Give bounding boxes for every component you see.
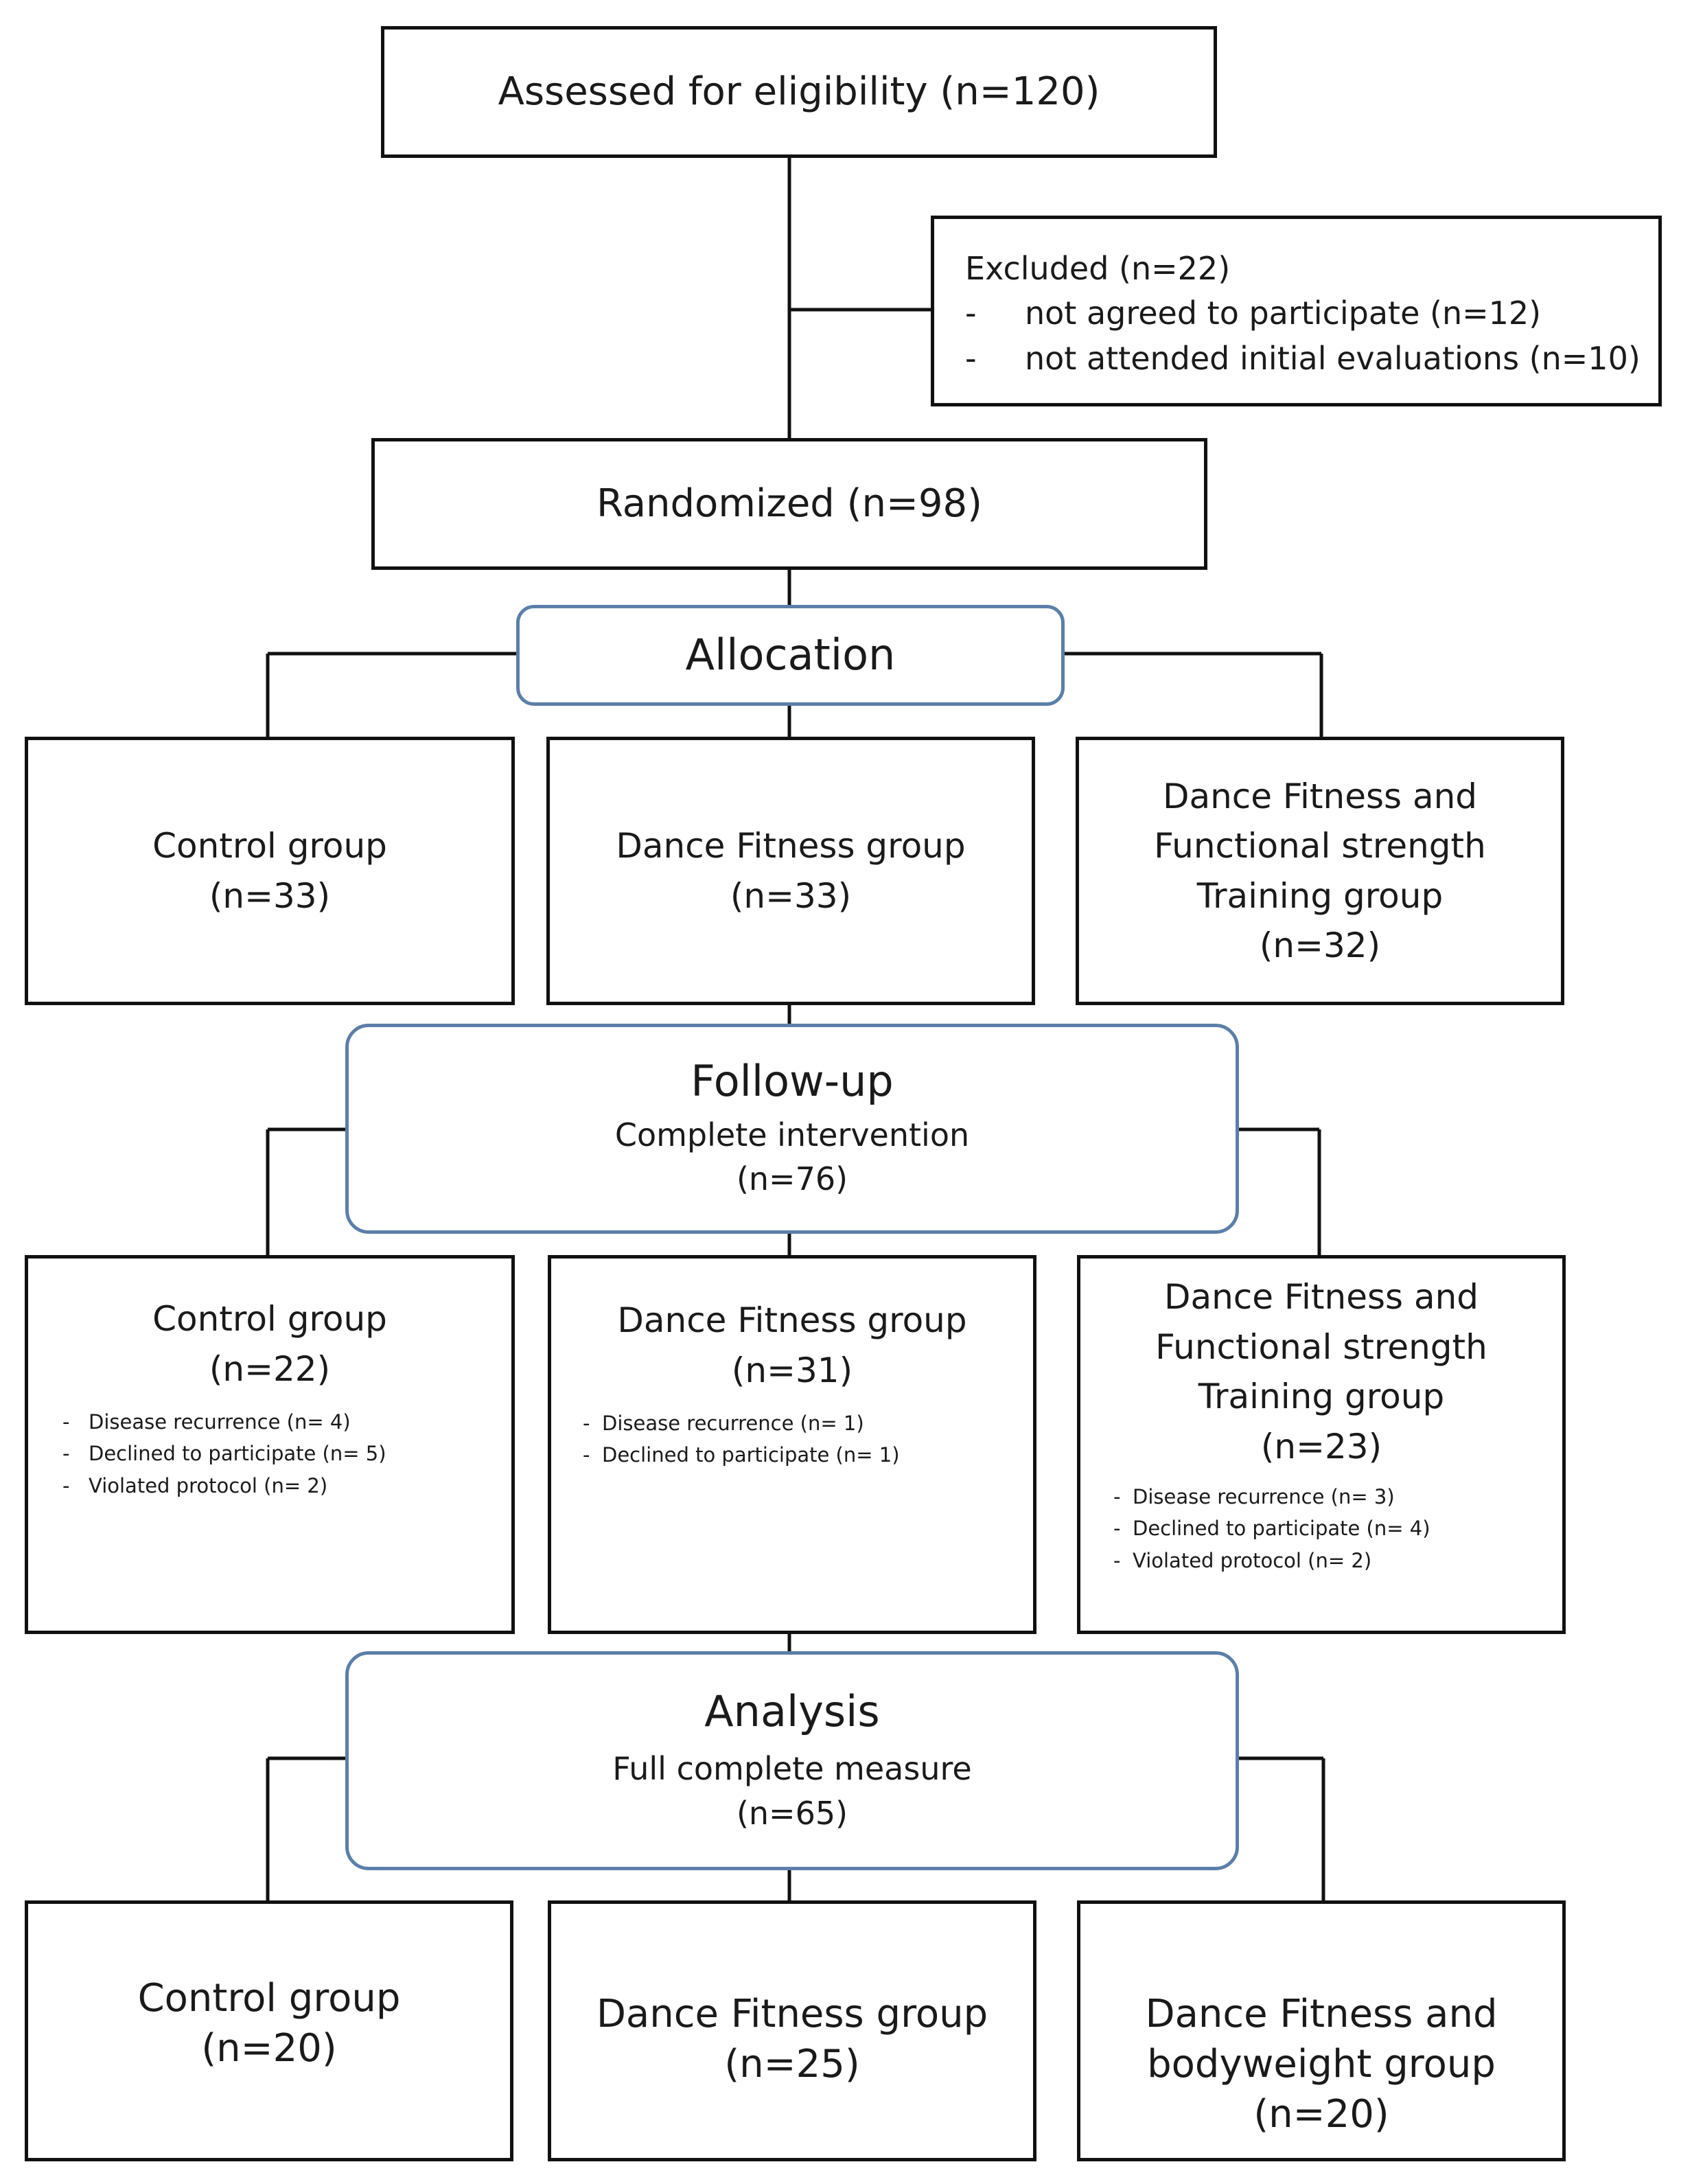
analysis-dance-box: Dance Fitness group (n=25) bbox=[548, 1900, 1036, 2161]
analysis-sub: Full complete measure bbox=[612, 1750, 972, 1788]
group-name: Dance Fitness and bbox=[1163, 1277, 1479, 1317]
randomized-box: Randomized (n=98) bbox=[371, 438, 1207, 570]
group-name: Dance Fitness and bbox=[1162, 776, 1478, 816]
dropout-list: -Disease recurrence (n= 3) -Declined to … bbox=[1113, 1481, 1430, 1576]
excluded-box: Excluded (n=22) -not agreed to participa… bbox=[931, 216, 1662, 406]
analysis-count: (n=65) bbox=[736, 1794, 848, 1832]
group-name: Dance Fitness group bbox=[617, 1300, 967, 1340]
allocation-dance-strength-box: Dance Fitness and Functional strength Tr… bbox=[1076, 737, 1564, 1005]
group-count: (n=20) bbox=[1253, 2091, 1389, 2137]
dropout-item: -Declined to participate (n= 4) bbox=[1113, 1517, 1430, 1541]
group-count: (n=20) bbox=[201, 2025, 337, 2071]
group-name: bodyweight group bbox=[1147, 2041, 1496, 2087]
group-name: Functional strength bbox=[1154, 826, 1486, 866]
analysis-dance-bodyweight-box: Dance Fitness and bodyweight group (n=20… bbox=[1077, 1900, 1566, 2161]
allocation-label: Allocation bbox=[685, 630, 896, 680]
dropout-item: -Disease recurrence (n= 1) bbox=[583, 1412, 864, 1435]
excluded-reason: -not attended initial evaluations (n=10) bbox=[965, 339, 1641, 377]
group-name: Control group bbox=[152, 826, 387, 866]
dropout-list: -Disease recurrence (n= 1) -Declined to … bbox=[583, 1407, 900, 1471]
group-name: Control group bbox=[152, 1299, 387, 1339]
group-count: (n=33) bbox=[209, 875, 331, 916]
allocation-control-box: Control group (n=33) bbox=[25, 737, 515, 1005]
excluded-title: Excluded (n=22) bbox=[965, 250, 1231, 287]
group-count: (n=25) bbox=[724, 2041, 860, 2087]
dropout-item: -Disease recurrence (n= 4) bbox=[62, 1410, 351, 1434]
followup-dance-strength-box: Dance Fitness and Functional strength Tr… bbox=[1077, 1255, 1566, 1634]
eligibility-label: Assessed for eligibility (n=120) bbox=[498, 69, 1100, 114]
group-count: (n=33) bbox=[730, 875, 852, 916]
allocation-dance-box: Dance Fitness group (n=33) bbox=[546, 737, 1035, 1005]
followup-control-box: Control group (n=22) -Disease recurrence… bbox=[25, 1255, 515, 1634]
group-count: (n=31) bbox=[731, 1350, 853, 1390]
group-name: Functional strength bbox=[1155, 1326, 1487, 1367]
dropout-item: -Disease recurrence (n= 3) bbox=[1113, 1485, 1395, 1508]
dropout-item: -Declined to participate (n= 5) bbox=[62, 1442, 386, 1466]
analysis-label: Analysis bbox=[704, 1686, 880, 1736]
group-name: Control group bbox=[137, 1976, 401, 2021]
group-count: (n=32) bbox=[1259, 926, 1381, 965]
followup-dance-box: Dance Fitness group (n=31) -Disease recu… bbox=[548, 1255, 1036, 1634]
group-name: Dance Fitness group bbox=[616, 826, 966, 866]
excluded-reason: -not agreed to participate (n=12) bbox=[965, 295, 1542, 332]
group-count: (n=23) bbox=[1260, 1426, 1382, 1467]
group-count: (n=22) bbox=[209, 1348, 331, 1389]
analysis-control-box: Control group (n=20) bbox=[25, 1900, 513, 2161]
randomized-label: Randomized (n=98) bbox=[596, 481, 982, 526]
dropout-item: -Violated protocol (n= 2) bbox=[1113, 1548, 1372, 1572]
allocation-stage: Allocation bbox=[516, 605, 1065, 706]
dropout-list: -Disease recurrence (n= 4) -Declined to … bbox=[62, 1406, 386, 1502]
eligibility-box: Assessed for eligibility (n=120) bbox=[381, 26, 1217, 158]
followup-count: (n=76) bbox=[736, 1160, 848, 1198]
group-name: Dance Fitness group bbox=[596, 1992, 988, 2036]
group-name: Training group bbox=[1196, 875, 1444, 916]
followup-stage: Follow-up Complete intervention (n=76) bbox=[345, 1024, 1239, 1234]
analysis-stage: Analysis Full complete measure (n=65) bbox=[345, 1651, 1239, 1870]
followup-sub: Complete intervention bbox=[614, 1116, 970, 1153]
group-name: Training group bbox=[1198, 1377, 1445, 1416]
dropout-item: -Declined to participate (n= 1) bbox=[583, 1443, 900, 1467]
dropout-item: -Violated protocol (n= 2) bbox=[62, 1473, 328, 1497]
followup-label: Follow-up bbox=[691, 1056, 894, 1107]
group-name: Dance Fitness and bbox=[1145, 1992, 1498, 2036]
